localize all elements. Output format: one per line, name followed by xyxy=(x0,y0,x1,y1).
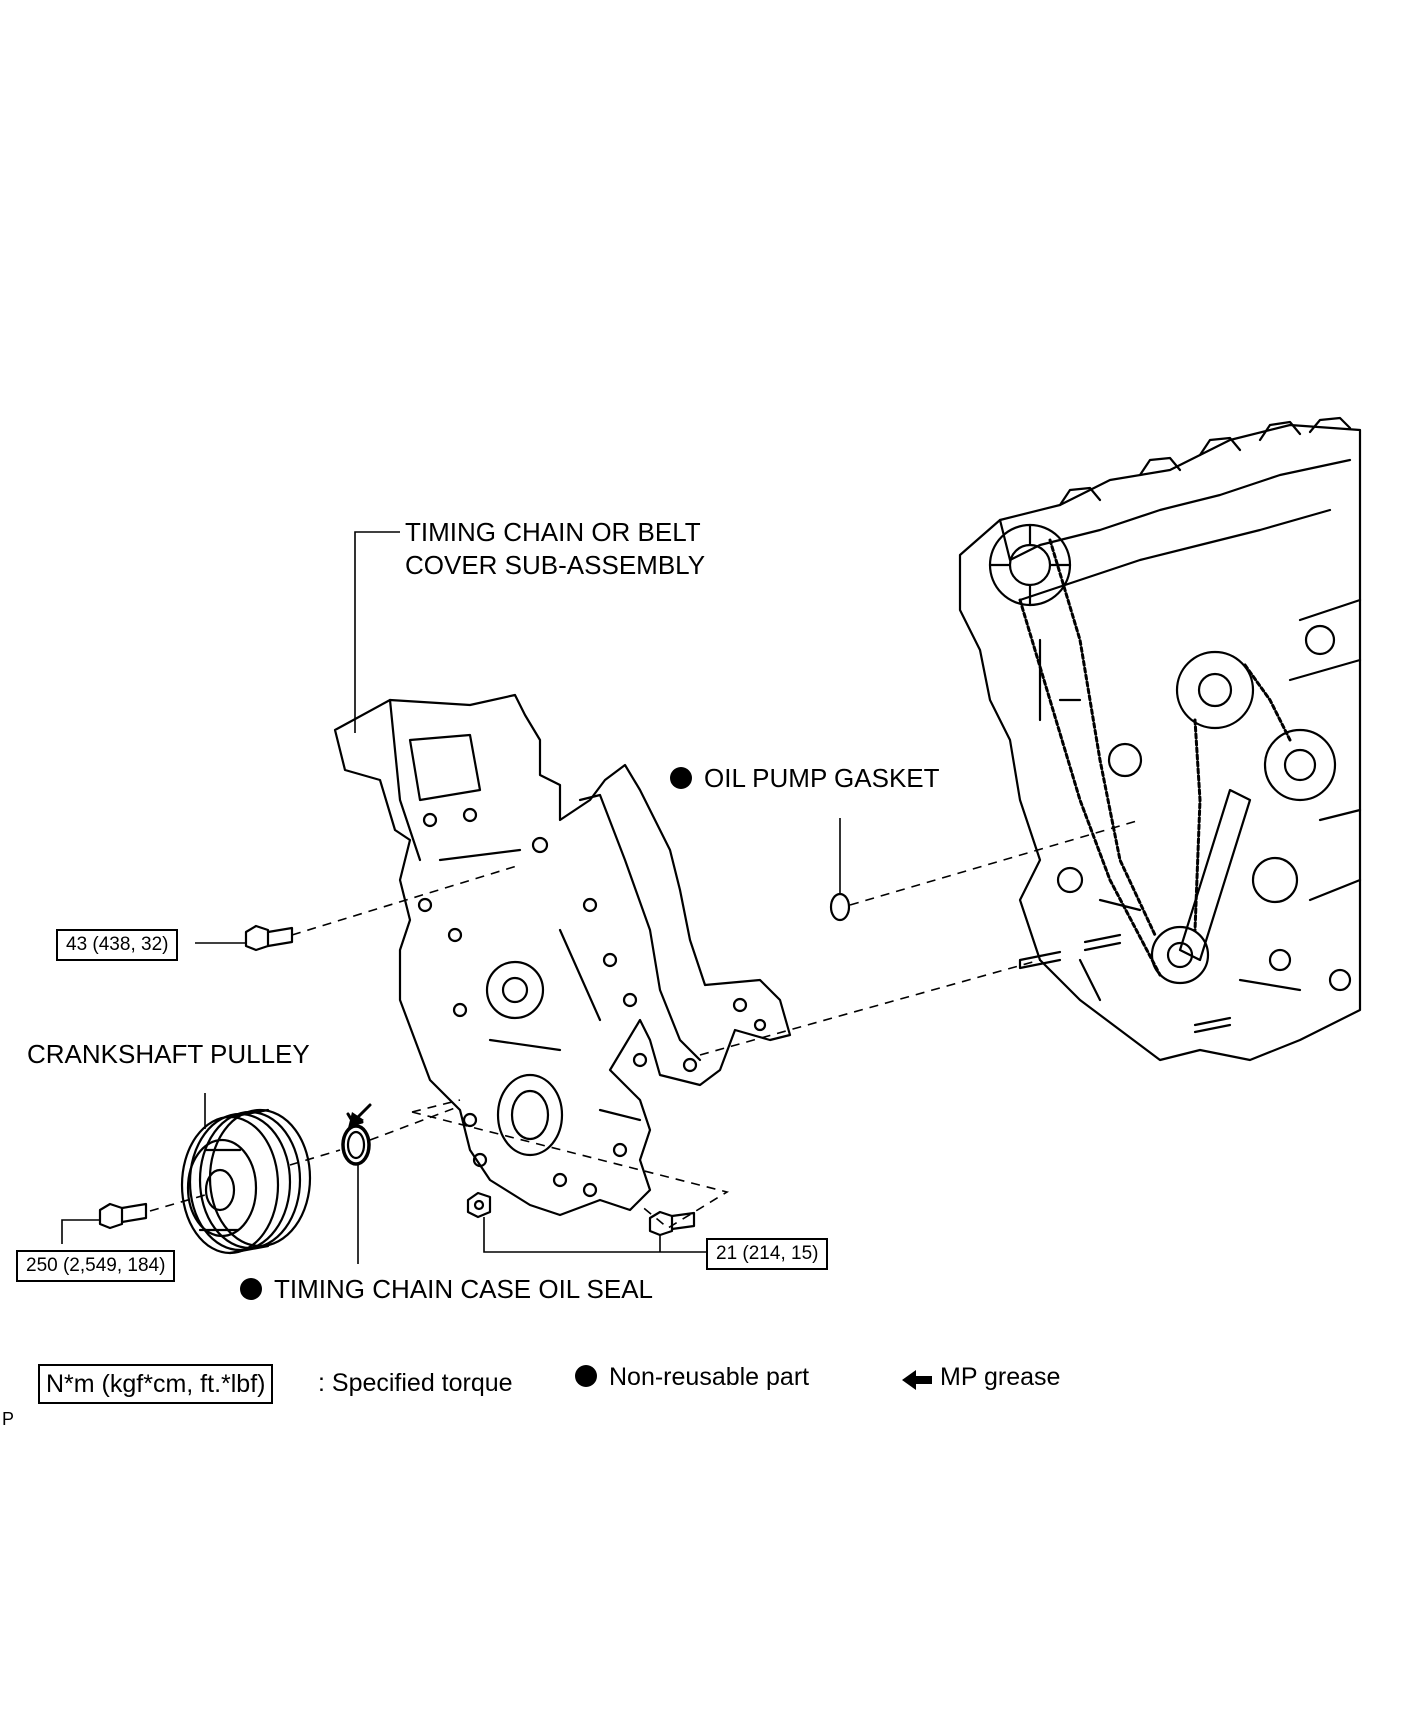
crankshaft-pulley xyxy=(180,1108,312,1255)
leader-lines xyxy=(61,531,841,1264)
legend-non-reusable: Non-reusable part xyxy=(575,1363,809,1392)
assembly-lines xyxy=(149,819,1141,1229)
legend-torque-desc: : Specified torque xyxy=(318,1369,513,1397)
torque-box-43: 43 (438, 32) xyxy=(56,929,179,961)
corner-mark: P xyxy=(2,1409,15,1429)
oil-pan-nut-21 xyxy=(466,1191,492,1219)
label-oil-pump-gasket: OIL PUMP GASKET xyxy=(670,762,940,795)
torque-box-21: 21 (214, 15) xyxy=(706,1238,829,1270)
oil-pump-gasket xyxy=(829,892,851,922)
non-reusable-bullet-icon xyxy=(240,1278,262,1300)
label-oil-seal: TIMING CHAIN CASE OIL SEAL xyxy=(240,1273,653,1306)
label-timing-cover-line2: COVER SUB-ASSEMBLY xyxy=(405,550,706,580)
label-crankshaft-pulley: CRANKSHAFT PULLEY xyxy=(27,1039,310,1069)
cover-bolt-holes xyxy=(417,807,767,1198)
pulley-bolt-250 xyxy=(98,1202,148,1230)
engine-block xyxy=(958,416,1362,1062)
non-reusable-bullet-icon xyxy=(575,1365,597,1387)
label-timing-cover-line1: TIMING CHAIN OR BELT xyxy=(405,517,701,547)
mp-grease-legend-arrow-icon xyxy=(902,1370,932,1390)
cover-bolt-43 xyxy=(244,924,294,952)
timing-chain-case-oil-seal xyxy=(341,1124,371,1166)
timing-chain-cover xyxy=(333,693,792,1217)
oil-pan-bolt-21 xyxy=(648,1210,696,1237)
legend-mp-grease: MP grease xyxy=(940,1363,1061,1391)
torque-box-250: 250 (2,549, 184) xyxy=(16,1250,176,1282)
non-reusable-bullet-icon xyxy=(670,767,692,789)
legend-torque-unit: N*m (kgf*cm, ft.*lbf) xyxy=(38,1364,274,1404)
